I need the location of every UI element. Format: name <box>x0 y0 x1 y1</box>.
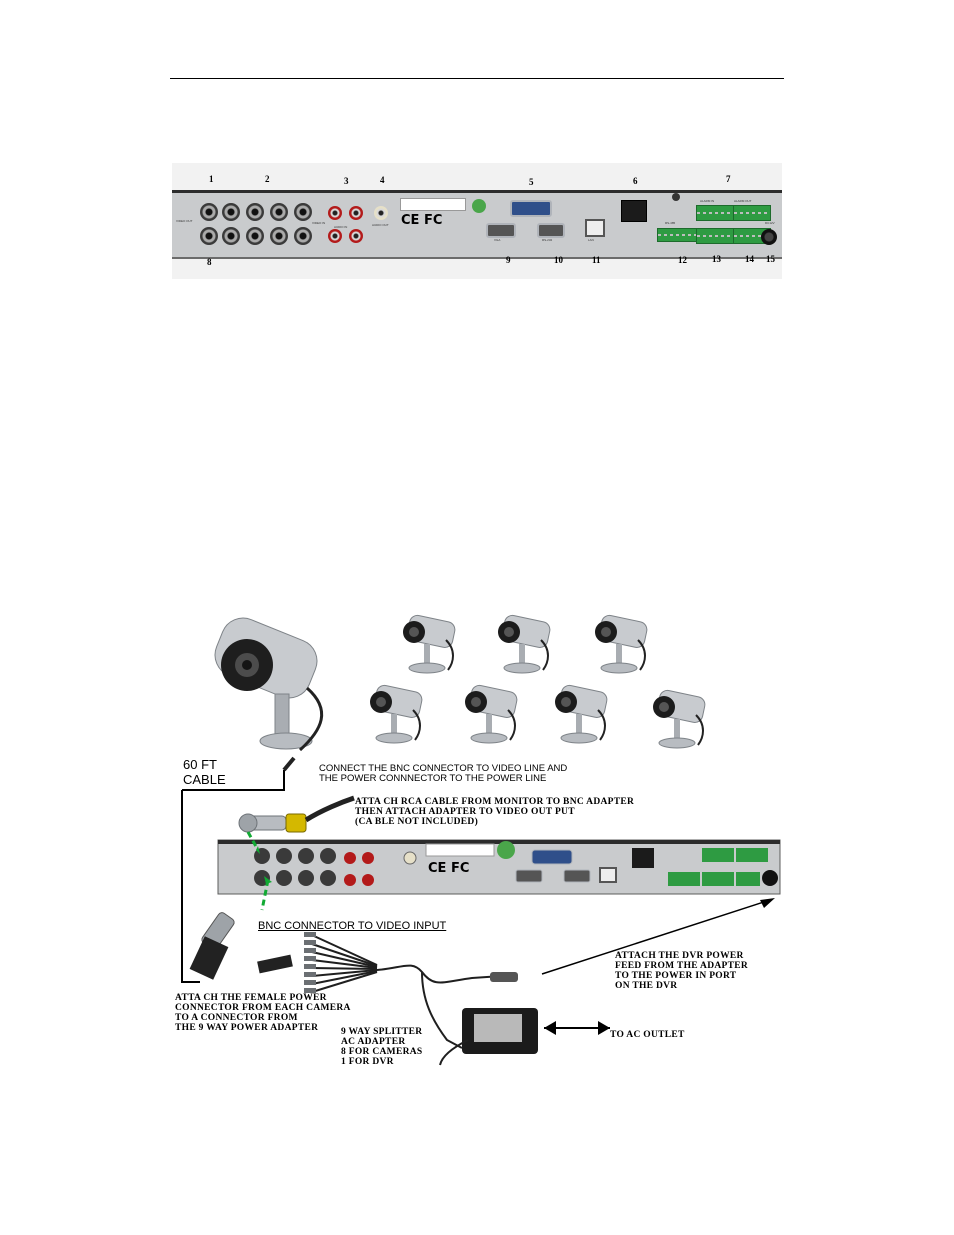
vga-label: VGA <box>494 238 501 242</box>
callout-5: 5 <box>529 177 534 187</box>
ground-screw <box>672 193 680 201</box>
camera-illustration <box>402 612 458 674</box>
power-switch <box>621 200 647 222</box>
alarm-out-terminal <box>733 205 771 221</box>
callout-8: 8 <box>207 257 212 267</box>
callout-6: 6 <box>633 176 638 186</box>
svg-text:CE FC: CE FC <box>428 861 469 876</box>
callout-10: 10 <box>554 255 563 265</box>
diagram-artwork: CE FC <box>181 612 781 1066</box>
header-rule <box>170 78 784 79</box>
callout-14: 14 <box>745 254 754 264</box>
camera-illustration <box>497 612 553 674</box>
dvr-power-note: ATTACH THE DVR POWER FEED FROM THE ADAPT… <box>615 951 749 991</box>
serial-label <box>400 198 466 211</box>
dvr-rear-panel-figure: 1 2 3 4 5 6 7 VIDEO OUT VIDEO IN AUDIO I… <box>172 163 782 279</box>
large-camera-illustration <box>214 617 324 752</box>
callout-15: 15 <box>766 254 775 264</box>
ac-adapter-illustration <box>439 1008 538 1066</box>
cable-length-label: 60 FT CABLE <box>183 757 226 787</box>
rca-adapter-note: ATTA CH RCA CABLE FROM MONITOR TO BNC AD… <box>355 797 635 827</box>
alarm-in-terminal <box>696 205 734 221</box>
audio-in-rca <box>328 206 342 220</box>
dsub-15-port <box>510 200 552 217</box>
dvr-chassis: VIDEO OUT VIDEO IN AUDIO IN AUDIO OUT CE… <box>172 190 782 259</box>
alarm-out-label: ALARM OUT <box>734 199 752 203</box>
callout-9: 9 <box>506 255 511 265</box>
bnc-connector <box>200 227 218 245</box>
camera-illustration <box>594 612 650 674</box>
callout-12: 12 <box>678 255 687 265</box>
bnc-connector <box>246 227 264 245</box>
audio-in-rca <box>349 229 363 243</box>
rs232-port <box>537 223 565 238</box>
rs232-label: RS-232 <box>542 238 553 242</box>
camera-illustration <box>464 682 520 744</box>
callout-4: 4 <box>380 175 385 185</box>
camera-illustration <box>554 682 610 744</box>
video-in-label: VIDEO IN <box>312 221 326 225</box>
callout-1: 1 <box>209 174 214 184</box>
rs485-label: RS-485 <box>665 221 676 225</box>
bnc-connector <box>246 203 264 221</box>
bnc-connector <box>270 227 288 245</box>
splitter-note: 9 WAY SPLITTER AC ADAPTER 8 FOR CAMERAS … <box>341 1027 423 1067</box>
bnc-connector <box>222 203 240 221</box>
bnc-connector <box>270 203 288 221</box>
connect-note: CONNECT THE BNC CONNECTOR TO VIDEO LINE … <box>319 763 568 784</box>
callout-13: 13 <box>712 254 721 264</box>
female-power-note: ATTA CH THE FEMALE POWER CONNECTOR FROM … <box>175 993 351 1033</box>
callout-2: 2 <box>265 174 270 184</box>
audio-out-rca <box>374 206 388 220</box>
callout-3: 3 <box>344 176 349 186</box>
audio-in-rca <box>349 206 363 220</box>
alarm-in-label: ALARM IN <box>700 199 715 203</box>
bnc-connector <box>294 227 312 245</box>
lan-label: LAN <box>588 238 594 242</box>
video-out-label: VIDEO OUT <box>176 219 193 223</box>
audio-out-label: AUDIO OUT <box>372 223 389 227</box>
audio-in-rca <box>328 229 342 243</box>
bnc-video-input-note: BNC CONNECTOR TO VIDEO INPUT <box>258 920 447 932</box>
rohs-leaf-icon <box>472 199 486 213</box>
dc-power-jack <box>761 229 777 245</box>
cert-marks: CE FC <box>401 213 443 228</box>
bnc-power-connector-illustration <box>189 912 293 980</box>
lan-port <box>585 219 605 237</box>
audio-in-label: AUDIO IN <box>334 225 348 229</box>
vga-port <box>486 223 516 238</box>
dvr-panel-illustration: CE FC <box>217 839 781 895</box>
ac-outlet-note: TO AC OUTLET <box>610 1030 685 1040</box>
bnc-connector <box>294 203 312 221</box>
rs485-terminal <box>657 228 697 242</box>
splitter-cable-fan <box>311 935 503 1049</box>
callout-7: 7 <box>726 174 731 184</box>
alarm-in-terminal-2 <box>696 228 734 244</box>
bnc-connector <box>200 203 218 221</box>
camera-illustration <box>652 687 708 749</box>
camera-connection-diagram: CE FC <box>172 610 784 1085</box>
camera-illustration <box>369 682 425 744</box>
dc-label: DC12V <box>765 221 775 225</box>
bnc-connector <box>222 227 240 245</box>
callout-11: 11 <box>592 255 601 265</box>
bnc-rca-adapter <box>238 795 355 833</box>
